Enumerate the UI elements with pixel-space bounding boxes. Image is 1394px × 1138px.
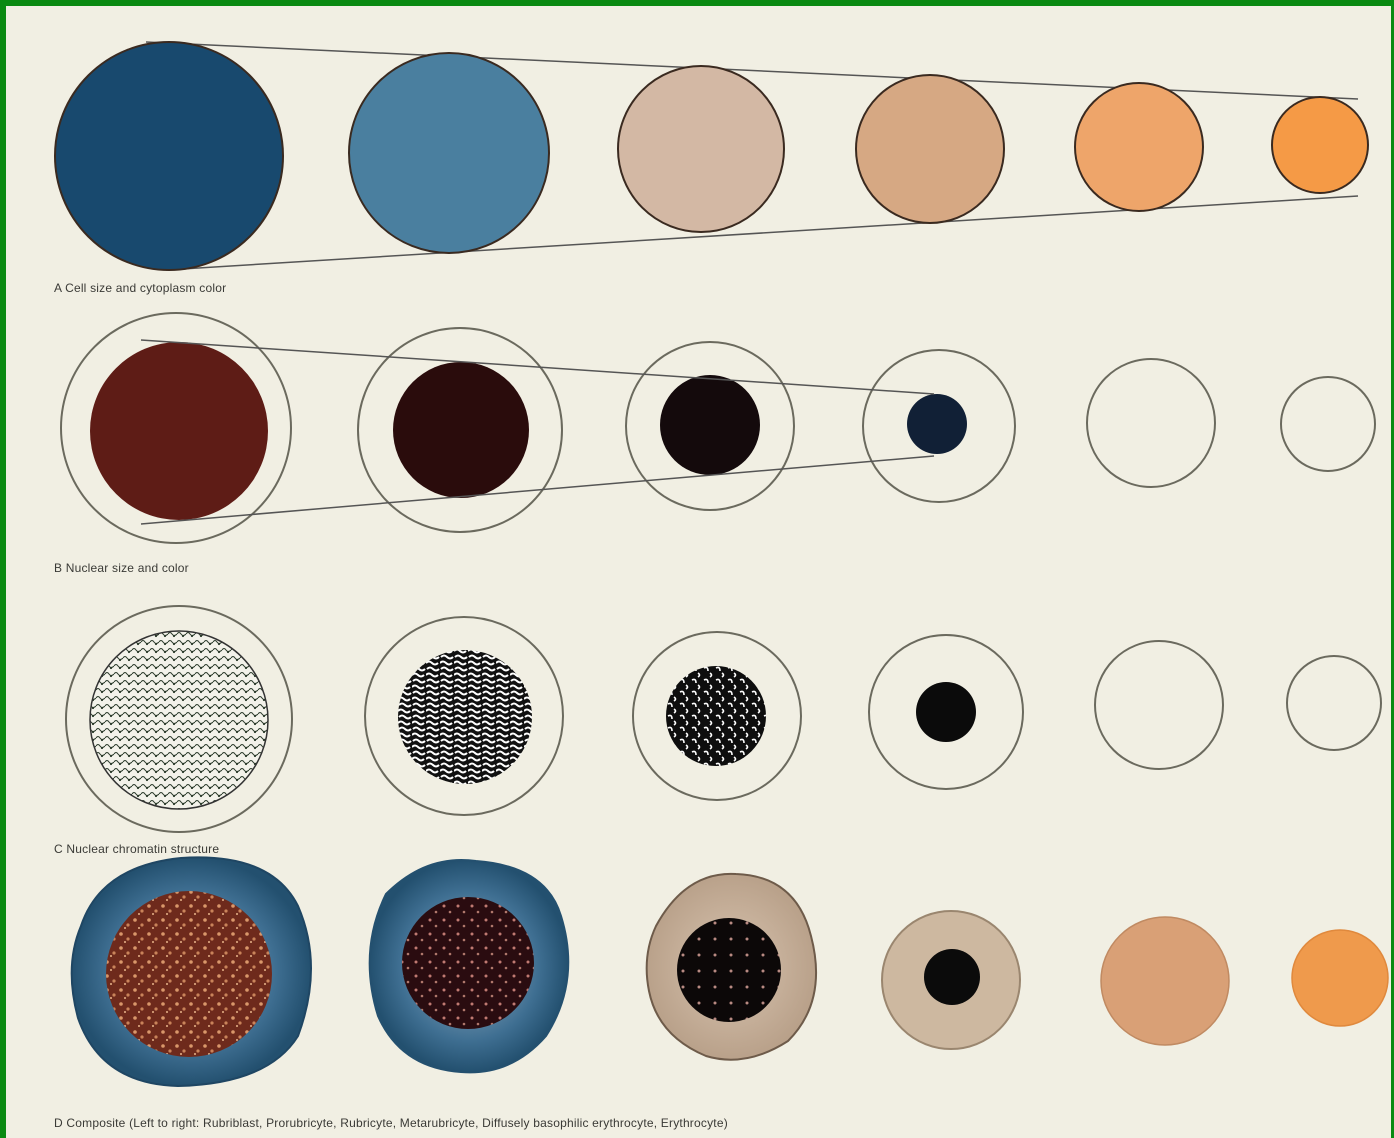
cell-c-basophilic-erythrocyte-outline	[1095, 641, 1223, 769]
cell-a-basophilic-erythrocyte	[1075, 83, 1203, 211]
cell-a-prorubricyte	[349, 53, 549, 253]
row-a-cell-size	[55, 42, 1368, 270]
nucleus-taper-line-top	[141, 340, 934, 394]
diagram-plate: A Cell size and cytoplasm color B Nuclea…	[6, 6, 1391, 1138]
nucleus-d-prorubricyte	[402, 897, 534, 1029]
cell-d-basophilic-erythrocyte	[1101, 917, 1229, 1045]
nucleus-c-coarse-chromatin	[398, 650, 532, 784]
cell-c-erythrocyte-outline	[1287, 656, 1381, 750]
cell-b-basophilic-erythrocyte-outline	[1087, 359, 1215, 487]
nucleus-c-fine-chromatin	[90, 631, 268, 809]
nucleus-b-rubricyte	[660, 375, 760, 475]
nucleus-b-prorubricyte	[393, 362, 529, 498]
row-c-chromatin	[66, 606, 1381, 832]
cell-d-erythrocyte	[1292, 930, 1388, 1026]
cell-b-erythrocyte-outline	[1281, 377, 1375, 471]
erythropoiesis-diagram	[6, 6, 1391, 1138]
caption-a: A Cell size and cytoplasm color	[54, 281, 226, 295]
caption-c: C Nuclear chromatin structure	[54, 842, 219, 856]
nucleus-d-rubricyte	[677, 918, 781, 1022]
cell-a-erythrocyte	[1272, 97, 1368, 193]
nucleus-c-clumped-chromatin	[666, 666, 766, 766]
size-taper-line-bottom	[166, 196, 1358, 270]
caption-d: D Composite (Left to right: Rubriblast, …	[54, 1116, 728, 1130]
nucleus-c-pyknotic	[916, 682, 976, 742]
cell-a-rubriblast	[55, 42, 283, 270]
caption-b: B Nuclear size and color	[54, 561, 189, 575]
nucleus-d-metarubricyte	[924, 949, 980, 1005]
cell-a-metarubricyte	[856, 75, 1004, 223]
row-d-composite	[72, 857, 1388, 1086]
nucleus-b-rubriblast	[90, 342, 268, 520]
row-b-nuclear-size	[61, 313, 1375, 543]
cell-a-rubricyte	[618, 66, 784, 232]
nucleus-d-rubriblast	[106, 891, 272, 1057]
nucleus-b-metarubricyte	[907, 394, 967, 454]
